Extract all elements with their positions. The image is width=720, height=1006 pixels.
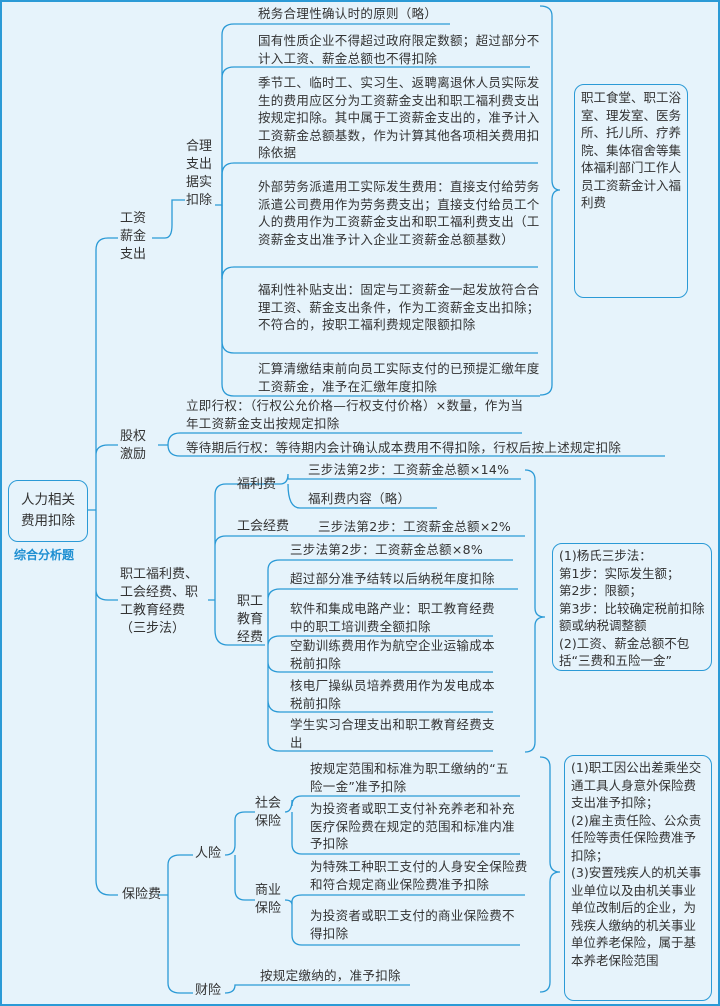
- fuli-item: 福利费内容（略）: [308, 491, 411, 506]
- edu-node: 职工教育经费: [237, 594, 264, 645]
- union-node: 工会经费: [237, 519, 290, 534]
- root-node: 人力相关费用扣除: [8, 480, 88, 542]
- note-line: (2)工资、薪金总额不包括“三费和五险一金”: [559, 635, 690, 669]
- edu-item: 空勤训练费用作为航空企业运输成本税前扣除: [290, 638, 495, 671]
- salary-node: 工资薪金支出: [120, 211, 147, 262]
- equity-node: 股权激励: [120, 429, 147, 462]
- note-line: (1)杨氏三步法：: [559, 548, 652, 563]
- union-item: 三步法第2步：工资薪金总额×2%: [318, 519, 512, 534]
- property-item: 按规定缴纳的，准予扣除: [260, 968, 401, 983]
- fuli-item: 三步法第2步：工资薪金总额×14%: [308, 462, 510, 477]
- social-item: 按规定范围和标准为职工缴纳的“五险一金”准予扣除: [310, 761, 509, 794]
- note-line: (1)职工因公出差乘坐交通工具人身意外保险费支出准予扣除；: [571, 760, 702, 810]
- note-line: (2)雇主责任险、公众责任险等责任保险费准予扣除；: [571, 812, 702, 863]
- note-line: (3)安置残疾人的机关事业单位以及由机关事业单位改制后的企业，为残疾人缴纳的机关…: [571, 865, 702, 968]
- three-step-note: (1)杨氏三步法： 第1步：实际发生额； 第2步：限额； 第3步：比较确定税前扣…: [552, 543, 712, 671]
- edu-item: 三步法第2步：工资薪金总额×8%: [290, 542, 484, 557]
- note-line: 第1步：实际发生额；: [559, 565, 680, 581]
- salary-item: 国有性质企业不得超过政府限定数额；超过部分不计入工资、薪金总额也不得扣除: [258, 33, 540, 66]
- commercial-insurance-node: 商业保险: [255, 883, 282, 916]
- salary-item: 季节工、临时工、实习生、返聘离退休人员实际发生的费用应区分为工资薪金支出和职工福…: [258, 75, 540, 160]
- social-item: 为投资者或职工支付补充养老和补充医疗保险费在规定的范围和标准内准予扣除: [310, 801, 515, 851]
- note-line: 第2步：限额；: [559, 583, 642, 598]
- salary-item: 税务合理性确认时的原则（略）: [258, 6, 438, 21]
- person-insurance-node: 人险: [195, 846, 222, 861]
- category-tag: 综合分析题: [14, 548, 75, 562]
- insurance-node: 保险费: [122, 887, 162, 902]
- commercial-item: 为特殊工种职工支付的人身安全保险费和符合规定商业保险费准予扣除: [310, 859, 528, 892]
- social-insurance-node: 社会保险: [255, 796, 282, 829]
- commercial-item: 为投资者或职工支付的商业保险费不得扣除: [310, 908, 515, 941]
- welfare-staff-note: 职工食堂、职工浴室、理发室、医务所、托儿所、疗养院、集体宿舍等集体福利部门工作人…: [574, 84, 688, 298]
- insurance-note: (1)职工因公出差乘坐交通工具人身意外保险费支出准予扣除； (2)雇主责任险、公…: [564, 755, 712, 1001]
- salary-item: 福利性补贴支出：固定与工资薪金一起发放符合合理工资、薪金支出条件，作为工资薪金支…: [258, 282, 540, 332]
- equity-item: 等待期后行权：等待期内会计确认成本费用不得扣除，行权后按上述规定扣除: [186, 440, 622, 455]
- edu-item: 软件和集成电路产业：职工教育经费中的职工培训费全额扣除: [290, 601, 495, 634]
- salary-item: 汇算清缴结束前向员工实际支付的已预提汇缴年度工资薪金，准予在汇缴年度扣除: [258, 361, 540, 394]
- reasonable-expense-node: 合理支出据实扣除: [186, 139, 213, 208]
- equity-item: 立即行权：（行权公允价格—行权支付价格）×数量，作为当年工资薪金支出按规定扣除: [186, 398, 524, 431]
- property-insurance-node: 财险: [195, 983, 222, 998]
- note-line: 第3步：比较确定税前扣除额或纳税调整额: [559, 600, 705, 634]
- edu-item: 学生实习合理支出和职工教育经费支出: [290, 717, 495, 750]
- edu-item: 超过部分准予结转以后纳税年度扣除: [290, 571, 495, 586]
- edu-item: 核电厂操纵员培养费用作为发电成本税前扣除: [290, 678, 495, 711]
- fuli-node: 福利费: [237, 477, 277, 492]
- salary-item: 外部劳务派遣用工实际发生费用：直接支付给劳务派遣公司费用作为劳务费支出；直接支付…: [258, 179, 540, 247]
- welfare-node: 职工福利费、工会经费、职工教育经费（三步法）: [120, 567, 199, 636]
- root-title: 人力相关费用扣除: [21, 492, 75, 529]
